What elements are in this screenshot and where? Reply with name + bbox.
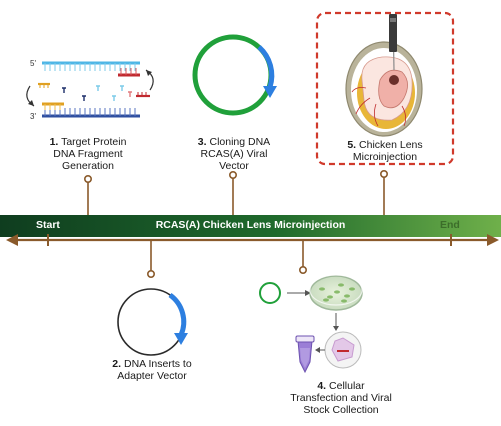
small-plasmid-icon bbox=[259, 282, 281, 304]
connector-step1-node bbox=[84, 175, 93, 184]
transfection-illustration bbox=[259, 274, 363, 374]
step3-line3: Vector bbox=[219, 160, 249, 172]
step4-line2: Transfection and Viral bbox=[290, 392, 392, 404]
step5-line2: Microinjection bbox=[352, 151, 418, 163]
rcas-plasmid-illustration bbox=[192, 34, 277, 116]
step2-number: 2. bbox=[112, 358, 122, 370]
step4-label: 4. Cellular Transfection and Viral Stock… bbox=[266, 380, 416, 416]
timeline-band bbox=[0, 215, 501, 237]
step1-number: 1. bbox=[49, 136, 59, 148]
dna-fragment-illustration: 5' 3' bbox=[26, 59, 154, 121]
step4-line1: Cellular bbox=[329, 380, 365, 392]
egg-microinjection-illustration bbox=[315, 11, 455, 166]
three-prime-label: 3' bbox=[30, 112, 36, 121]
timeline-title: RCAS(A) Chicken Lens Microinjection bbox=[155, 219, 346, 231]
step3-label: 3. Cloning DNA RCAS(A) Viral Vector bbox=[174, 136, 294, 172]
dna-top-teeth bbox=[44, 63, 136, 71]
transfected-cell bbox=[331, 337, 355, 362]
adapter-plasmid-illustration bbox=[117, 288, 188, 356]
timeline-arrow-left-head bbox=[6, 234, 18, 246]
step4-number: 4. bbox=[317, 380, 327, 392]
dish-cells bbox=[319, 283, 355, 303]
needle-holder bbox=[389, 14, 397, 52]
step3-number: 3. bbox=[197, 136, 207, 148]
five-prime-label: 5' bbox=[30, 59, 36, 68]
timeline-start-label: Start bbox=[36, 219, 60, 231]
tube-cap bbox=[295, 335, 315, 343]
highlight-frame bbox=[315, 11, 455, 166]
adapter-insert-arc bbox=[168, 292, 187, 336]
adapter-arrow-head bbox=[174, 333, 188, 345]
plasmid-arrow-head bbox=[263, 86, 277, 98]
connectors bbox=[84, 170, 388, 278]
dna-bottom-teeth bbox=[44, 108, 136, 116]
connector-step2-node bbox=[147, 269, 156, 278]
timeline-end-label: End bbox=[440, 219, 460, 231]
embryo-eye bbox=[389, 75, 399, 85]
step5-line1: Chicken Lens bbox=[359, 139, 423, 151]
step3-line2: RCAS(A) Viral bbox=[200, 148, 268, 160]
free-nucleotides bbox=[62, 85, 132, 101]
step1-line2: DNA Fragment bbox=[53, 148, 123, 160]
step5-label: 5. Chicken Lens Microinjection bbox=[325, 139, 445, 163]
step2-line1: DNA Inserts to bbox=[123, 358, 192, 370]
plasmid-insert-arc bbox=[257, 45, 275, 88]
connector-step5-node bbox=[379, 170, 388, 179]
blood-vessels bbox=[351, 87, 406, 127]
connector-step3-node bbox=[229, 171, 238, 180]
step2-line2: Adapter Vector bbox=[117, 370, 187, 382]
step1-line3: Generation bbox=[62, 160, 114, 172]
timeline-axis bbox=[0, 215, 501, 246]
step4-line3: Stock Collection bbox=[303, 404, 379, 416]
step1-line1: Target Protein bbox=[61, 136, 127, 148]
embryo-body bbox=[378, 69, 408, 109]
timeline-arrow-right-head bbox=[487, 234, 499, 246]
step1-label: 1. Target Protein DNA Fragment Generatio… bbox=[28, 136, 148, 172]
step5-number: 5. bbox=[347, 139, 357, 151]
step2-label: 2. DNA Inserts to Adapter Vector bbox=[92, 358, 212, 382]
step3-line1: Cloning DNA bbox=[209, 136, 271, 148]
arrow-to-tube bbox=[315, 347, 320, 353]
connector-step4-node bbox=[298, 265, 307, 274]
